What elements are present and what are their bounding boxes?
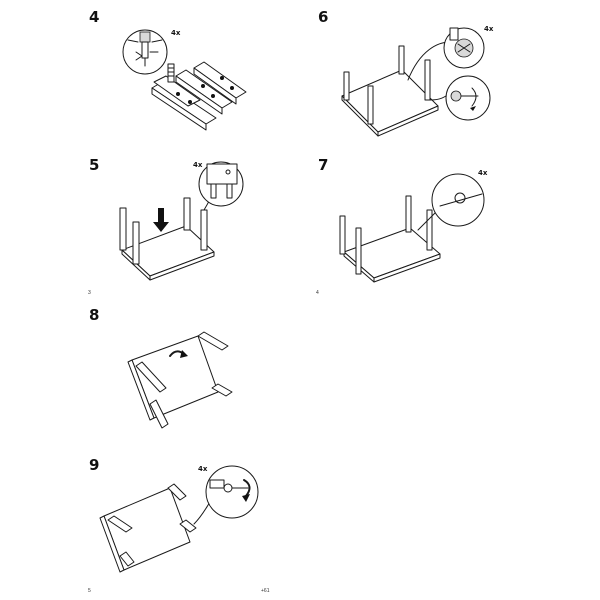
- table-top: [127, 335, 219, 421]
- step-7-zoom-detail: [431, 173, 485, 227]
- step-4-quantity: 4x: [171, 29, 181, 37]
- rotate-arrow-icon: [470, 106, 476, 111]
- table-frame: [341, 69, 439, 137]
- leader-line: [417, 211, 437, 231]
- step-7-quantity: 4x: [478, 169, 488, 177]
- table-legs: [107, 483, 197, 567]
- step-4-number: 4: [89, 8, 100, 26]
- slat-4: [153, 75, 201, 107]
- rotate-arrow-icon: [169, 350, 188, 358]
- step-9-zoom-detail: [205, 465, 259, 519]
- step-9-number: 9: [89, 456, 100, 474]
- table-legs: [119, 197, 208, 265]
- step-6-zoom-detail-1: [443, 27, 485, 69]
- table-legs: [339, 195, 433, 275]
- table-legs: [135, 331, 233, 429]
- step-5-quantity: 4x: [193, 161, 203, 169]
- footer-code: +61: [261, 588, 270, 594]
- down-arrow-icon: [153, 208, 169, 232]
- page-number-5: 5: [88, 588, 91, 594]
- step-6-number: 6: [318, 8, 329, 26]
- leader-line: [193, 501, 211, 525]
- step-5-zoom-detail: [198, 161, 244, 207]
- step-5-number: 5: [89, 156, 100, 174]
- step-6-quantity: 4x: [484, 25, 494, 33]
- step-9-quantity: 4x: [198, 465, 208, 473]
- table-frame: [121, 225, 215, 281]
- step-8-number: 8: [89, 306, 100, 324]
- step-4-zoom-detail: [122, 29, 168, 75]
- page-number-3: 3: [88, 290, 91, 296]
- table-top: [99, 487, 191, 573]
- dowel-markers: [176, 76, 234, 104]
- page-number-4: 4: [316, 290, 319, 296]
- slat-2: [175, 69, 233, 115]
- dowel-icon: [167, 63, 175, 83]
- table-legs: [343, 45, 431, 125]
- step-7-number: 7: [318, 156, 329, 174]
- rotate-arrow-icon: [242, 494, 250, 502]
- step-6-zoom-detail-2: [445, 75, 491, 121]
